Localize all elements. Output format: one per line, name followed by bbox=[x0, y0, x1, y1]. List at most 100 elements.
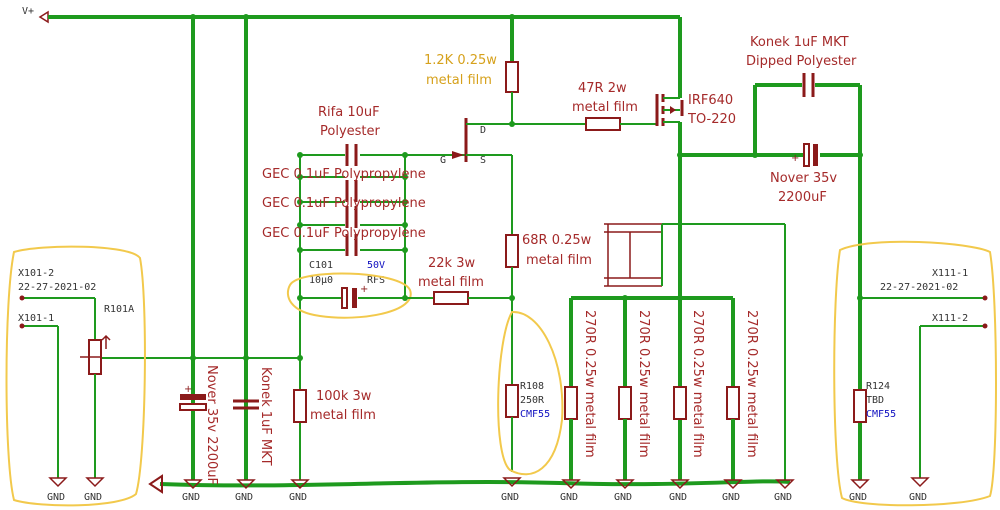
label-c101-val: 10μ0 bbox=[309, 275, 333, 286]
label-c101-type: RFS bbox=[367, 275, 385, 286]
gnd-symbol: GND bbox=[47, 477, 68, 503]
label-1k2: 1.2K 0.25w bbox=[424, 53, 497, 68]
cap-konek-left bbox=[233, 399, 259, 410]
gnd-rail bbox=[148, 474, 791, 494]
label-x111-1-date: 22-27-2021-02 bbox=[880, 282, 958, 293]
resistor-270r-3 bbox=[673, 386, 687, 420]
label-mosfet-pkg: TO-220 bbox=[687, 112, 736, 127]
gnd-symbol: GND bbox=[501, 477, 522, 503]
label-22k-type: metal film bbox=[418, 275, 484, 290]
svg-text:GND: GND bbox=[614, 492, 632, 503]
gnd-symbol: GND bbox=[722, 479, 743, 503]
label-270r-2: 270R 0.25w metal film bbox=[636, 310, 651, 458]
svg-text:GND: GND bbox=[774, 492, 792, 503]
gnd-symbol: GND bbox=[669, 479, 690, 503]
resistor-270r-1 bbox=[564, 298, 578, 480]
gnd-symbol: GND bbox=[849, 479, 870, 503]
label-r108-val: 250R bbox=[520, 395, 545, 406]
highlight-c101 bbox=[286, 272, 412, 319]
svg-text:GND: GND bbox=[84, 492, 102, 503]
cap-c101: + bbox=[341, 284, 368, 309]
label-x101-2-date: 22-27-2021-02 bbox=[18, 282, 96, 293]
svg-text:GND: GND bbox=[909, 492, 927, 503]
svg-text:GND: GND bbox=[289, 492, 307, 503]
label-gec-1: GEC 0.1uF Polypropylene bbox=[262, 167, 426, 182]
jfet bbox=[452, 118, 512, 162]
resistor-270r-2 bbox=[618, 298, 632, 480]
gnd-symbol: GND bbox=[235, 479, 256, 503]
vplus-arrow-symbol bbox=[38, 10, 49, 24]
gnd-symbol: GND bbox=[289, 479, 310, 503]
svg-text:GND: GND bbox=[560, 492, 578, 503]
resistor-1k2 bbox=[505, 61, 519, 93]
gnd-symbol: GND bbox=[774, 479, 795, 503]
vplus-label: V+ bbox=[22, 6, 34, 17]
label-r108-ref: R108 bbox=[520, 381, 544, 392]
svg-text:GND: GND bbox=[849, 492, 867, 503]
label-r108-type: CMF55 bbox=[520, 409, 550, 420]
label-rifa-2: Polyester bbox=[320, 124, 381, 139]
highlight-x101 bbox=[5, 245, 146, 507]
label-nover-left: Nover 35v 2200uF bbox=[204, 365, 219, 485]
cap-nover-left: + bbox=[179, 384, 207, 411]
resistor-r108 bbox=[505, 384, 519, 418]
label-270r-1: 270R 0.25w metal film bbox=[582, 310, 597, 458]
gnd-arrow-symbol bbox=[148, 474, 163, 494]
gnd-symbol: GND bbox=[614, 479, 635, 503]
svg-text:+: + bbox=[791, 153, 799, 164]
gnd-symbol: GND bbox=[560, 479, 581, 503]
svg-text:GND: GND bbox=[47, 492, 65, 503]
label-x111-2: X111-2 bbox=[932, 313, 968, 324]
resistor-68r bbox=[505, 234, 519, 268]
connector-x111 bbox=[853, 295, 988, 478]
highlight-r108 bbox=[497, 310, 564, 476]
label-r124-ref: R124 bbox=[866, 381, 890, 392]
label-c101-ref: C101 bbox=[309, 260, 333, 271]
label-c101-volt: 50V bbox=[367, 260, 385, 271]
cap-gec-2 bbox=[345, 206, 358, 228]
label-x101-2: X101-2 bbox=[18, 268, 54, 279]
vplus-rail: V+ bbox=[22, 6, 682, 85]
cap-gec-3 bbox=[345, 234, 358, 256]
label-gec-2: GEC 0.1uF Polypropylene bbox=[262, 196, 426, 211]
label-konek-left: Konek 1uF MKT bbox=[258, 367, 273, 466]
heatsink-symbol bbox=[604, 223, 786, 480]
cap-nover-right: + bbox=[791, 143, 818, 167]
label-nover-right-1: Nover 35v bbox=[770, 171, 837, 186]
label-r101a: R101A bbox=[104, 304, 134, 315]
gnd-symbol: GND bbox=[84, 477, 105, 503]
label-1k2-type: metal film bbox=[426, 73, 492, 88]
label-68r: 68R 0.25w bbox=[522, 233, 592, 248]
label-mosfet: IRF640 bbox=[688, 93, 733, 108]
svg-text:GND: GND bbox=[722, 492, 740, 503]
svg-text:+: + bbox=[360, 284, 368, 295]
resistor-r124 bbox=[853, 389, 867, 423]
resistor-22k bbox=[433, 291, 469, 305]
gnd-symbol: GND bbox=[909, 477, 930, 503]
label-rifa-1: Rifa 10uF bbox=[318, 105, 380, 120]
cap-rifa bbox=[345, 144, 358, 166]
label-x101-1: X101-1 bbox=[18, 313, 54, 324]
mosfet bbox=[655, 94, 684, 126]
label-100k: 100k 3w bbox=[316, 389, 372, 404]
label-r124-val: TBD bbox=[866, 395, 884, 406]
connector-x101 bbox=[19, 295, 111, 478]
label-konek-top-2: Dipped Polyester bbox=[746, 54, 857, 69]
highlight-x111 bbox=[833, 240, 997, 507]
gnd-symbols: GND GND GND GND GND GND GND GND GND GND … bbox=[47, 477, 930, 503]
resistor-47r bbox=[585, 117, 621, 131]
gnd-symbol: GND bbox=[182, 479, 203, 503]
label-r124-type: CMF55 bbox=[866, 409, 896, 420]
label-47r: 47R 2w bbox=[578, 81, 627, 96]
cap-gec-1 bbox=[345, 180, 358, 202]
svg-text:+: + bbox=[184, 384, 192, 395]
label-fet-g: G bbox=[440, 155, 446, 166]
resistor-270r-4 bbox=[726, 298, 740, 480]
label-gec-3: GEC 0.1uF Polypropylene bbox=[262, 226, 426, 241]
label-nover-right-2: 2200uF bbox=[778, 190, 827, 205]
label-x111-1: X111-1 bbox=[932, 268, 968, 279]
label-konek-top-1: Konek 1uF MKT bbox=[750, 35, 849, 50]
svg-text:GND: GND bbox=[669, 492, 687, 503]
resistor-100k bbox=[293, 389, 307, 423]
